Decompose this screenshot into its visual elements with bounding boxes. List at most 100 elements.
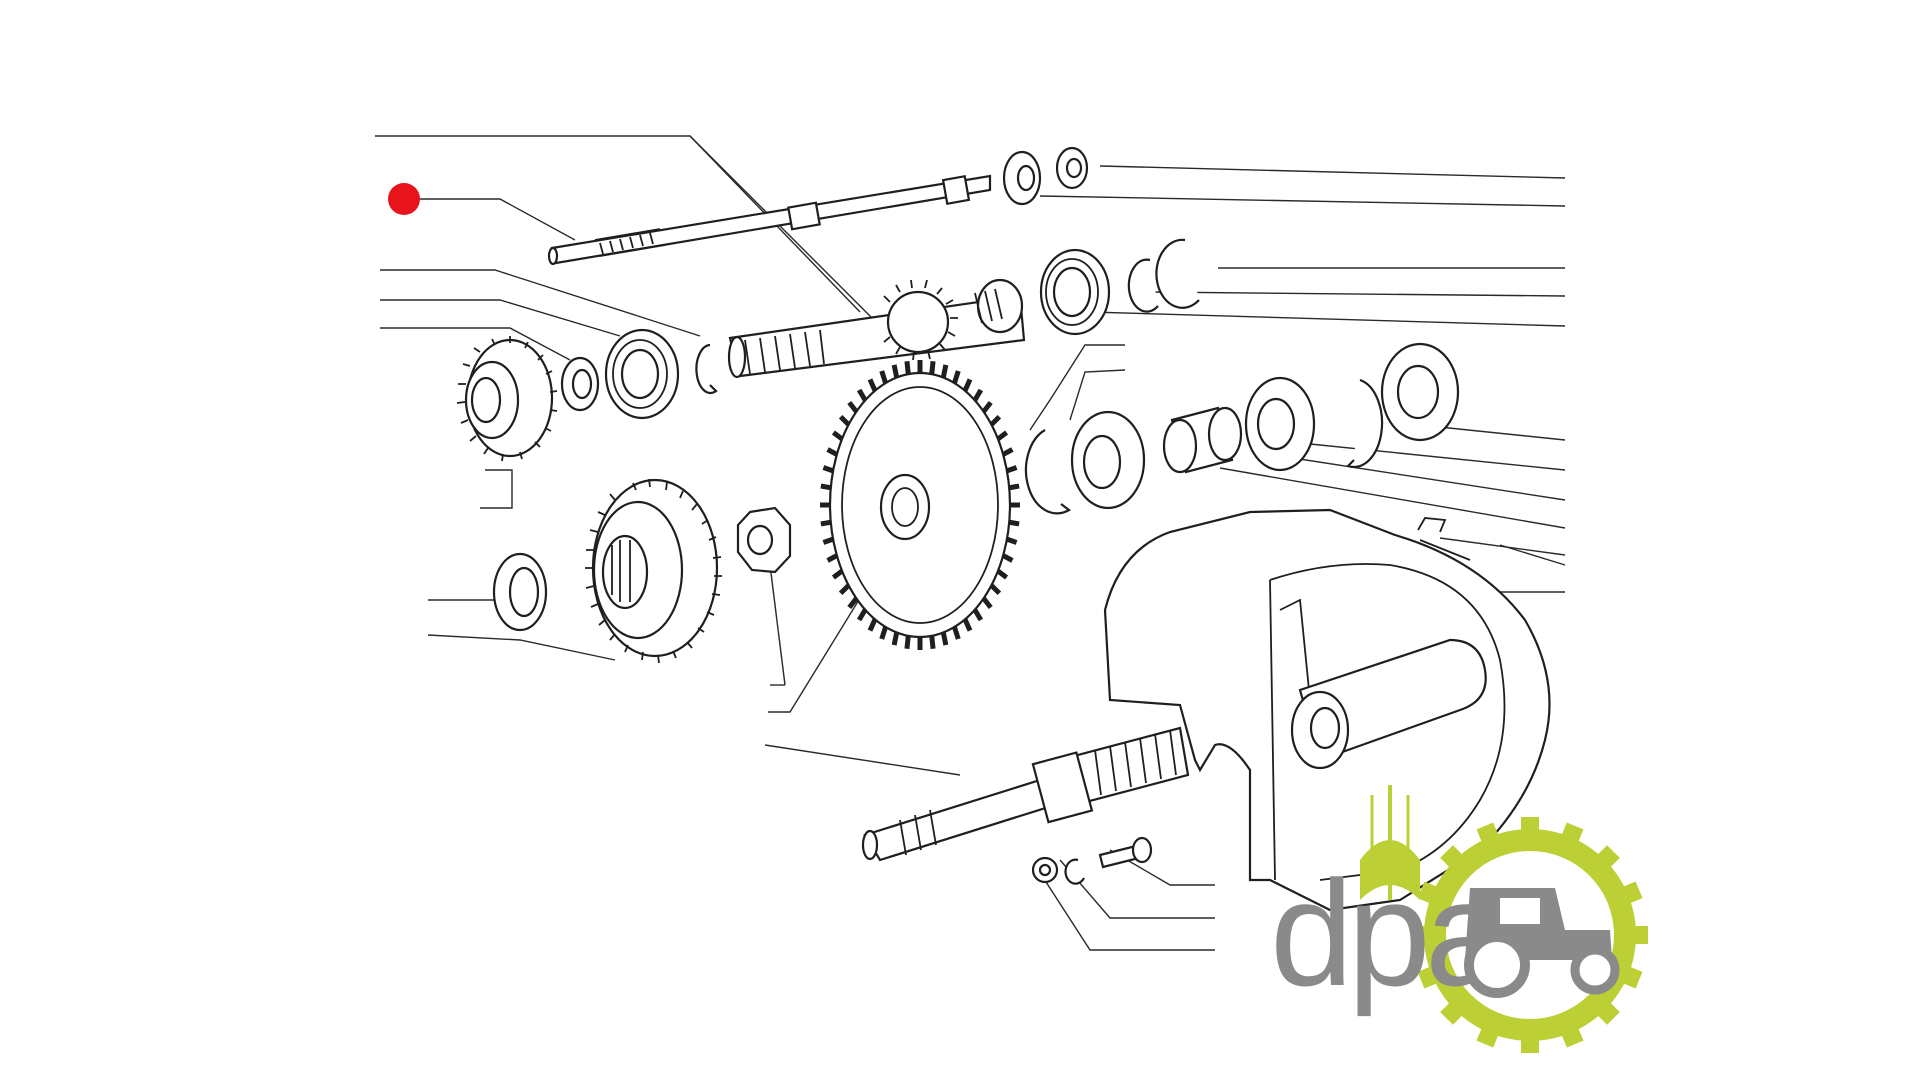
leader-line [1279, 455, 1566, 501]
gear-tooth [1521, 1035, 1539, 1053]
gear-tooth [1521, 817, 1539, 835]
hex-nut [736, 506, 792, 574]
leader-line [427, 634, 616, 661]
gear-tooth [838, 414, 851, 427]
leader-line [380, 269, 701, 337]
gear-tooth [962, 618, 973, 632]
gear-tooth [820, 483, 832, 491]
gear-tooth [822, 536, 834, 545]
large-spur-gear [820, 360, 1020, 650]
gear-tooth [1006, 536, 1018, 545]
leader-line [1219, 467, 1566, 529]
gear-tooth [1618, 881, 1643, 906]
leader-line [1149, 291, 1566, 297]
leader-line [480, 469, 513, 509]
gear-tooth [891, 631, 900, 646]
gear-tooth [856, 608, 868, 622]
leader-line [1059, 859, 1215, 919]
gear-tooth [867, 618, 878, 632]
gear-tooth [838, 583, 851, 596]
small-gear [456, 336, 558, 462]
leader-line [1499, 544, 1566, 566]
gear-tooth [996, 430, 1009, 441]
ball-bearing [1039, 248, 1111, 336]
leader-line [764, 744, 961, 776]
gear-tooth [879, 370, 888, 384]
gear-tooth [996, 569, 1009, 580]
gear-tooth [856, 388, 868, 402]
input-shaft [547, 174, 992, 266]
highlight-marker [388, 183, 420, 215]
gear-tooth [989, 414, 1002, 427]
output-shaft [861, 726, 1190, 862]
snap-ring [1345, 378, 1384, 469]
gear-tooth [940, 364, 949, 379]
gear-tooth [929, 360, 936, 375]
leader-line [380, 299, 621, 337]
leader-line [1069, 369, 1126, 421]
gear-tooth [1006, 465, 1018, 474]
gear-tooth [1440, 999, 1466, 1025]
gear-tooth [867, 378, 878, 392]
gear-tooth [826, 447, 839, 457]
gear-tooth [879, 626, 888, 640]
gear-tooth [904, 635, 911, 650]
gear-tooth [1417, 881, 1442, 906]
gear-tooth [822, 465, 834, 474]
gear-tooth [1594, 845, 1620, 871]
large-gear [585, 478, 722, 664]
spacer-ring [1002, 150, 1042, 206]
washer [1031, 856, 1059, 884]
gear-tooth [847, 596, 859, 610]
leader-line [1099, 165, 1566, 179]
leader-line [768, 589, 866, 713]
gear-tooth [904, 360, 911, 375]
gear-tooth [1630, 926, 1648, 944]
gear-tooth [826, 553, 839, 563]
circlip [1024, 429, 1071, 515]
bolt [1098, 836, 1153, 869]
gear-tooth [1412, 926, 1430, 944]
gear-tooth [847, 400, 859, 414]
gear-tooth [1417, 964, 1442, 989]
gear-tooth [1440, 845, 1466, 871]
bushing [1162, 406, 1243, 474]
lock-washer [1064, 858, 1085, 885]
drive-gear-shaft [727, 278, 1026, 379]
leader-line [1109, 849, 1215, 886]
gear-tooth [1476, 1023, 1501, 1048]
needle-bearing [1055, 146, 1089, 190]
gear-tooth [1001, 447, 1014, 457]
leader-line [1034, 864, 1215, 951]
gear-tooth [962, 378, 973, 392]
snap-ring [1127, 238, 1200, 313]
gear-tooth [940, 631, 949, 646]
gear-tooth [929, 635, 936, 650]
gear-tooth [831, 430, 844, 441]
leader-line [689, 135, 873, 319]
circlip [695, 343, 718, 395]
leader-line [1039, 195, 1566, 207]
ball-bearing [1244, 376, 1316, 472]
gear-tooth [1618, 964, 1643, 989]
gear-tooth [981, 596, 993, 610]
gear-tooth [891, 364, 900, 379]
leader-line [1309, 443, 1566, 471]
gear-tooth [820, 519, 832, 527]
brand-logo: dpa [1270, 785, 1648, 1053]
gear-ring-icon [1412, 817, 1648, 1053]
gear-tooth [981, 400, 993, 414]
ball-bearing [1380, 342, 1460, 442]
washer-ring [560, 356, 600, 412]
gear-tooth [831, 569, 844, 580]
gear-tooth [1001, 553, 1014, 563]
gear-tooth [1008, 519, 1020, 527]
gear-tooth [952, 370, 961, 384]
leader-line [1089, 311, 1566, 327]
gear-tooth [1559, 1023, 1584, 1048]
gear-tooth [972, 608, 984, 622]
wheat-icon [1360, 785, 1420, 900]
ball-bearing [604, 328, 680, 420]
gear-tooth [1008, 483, 1020, 491]
